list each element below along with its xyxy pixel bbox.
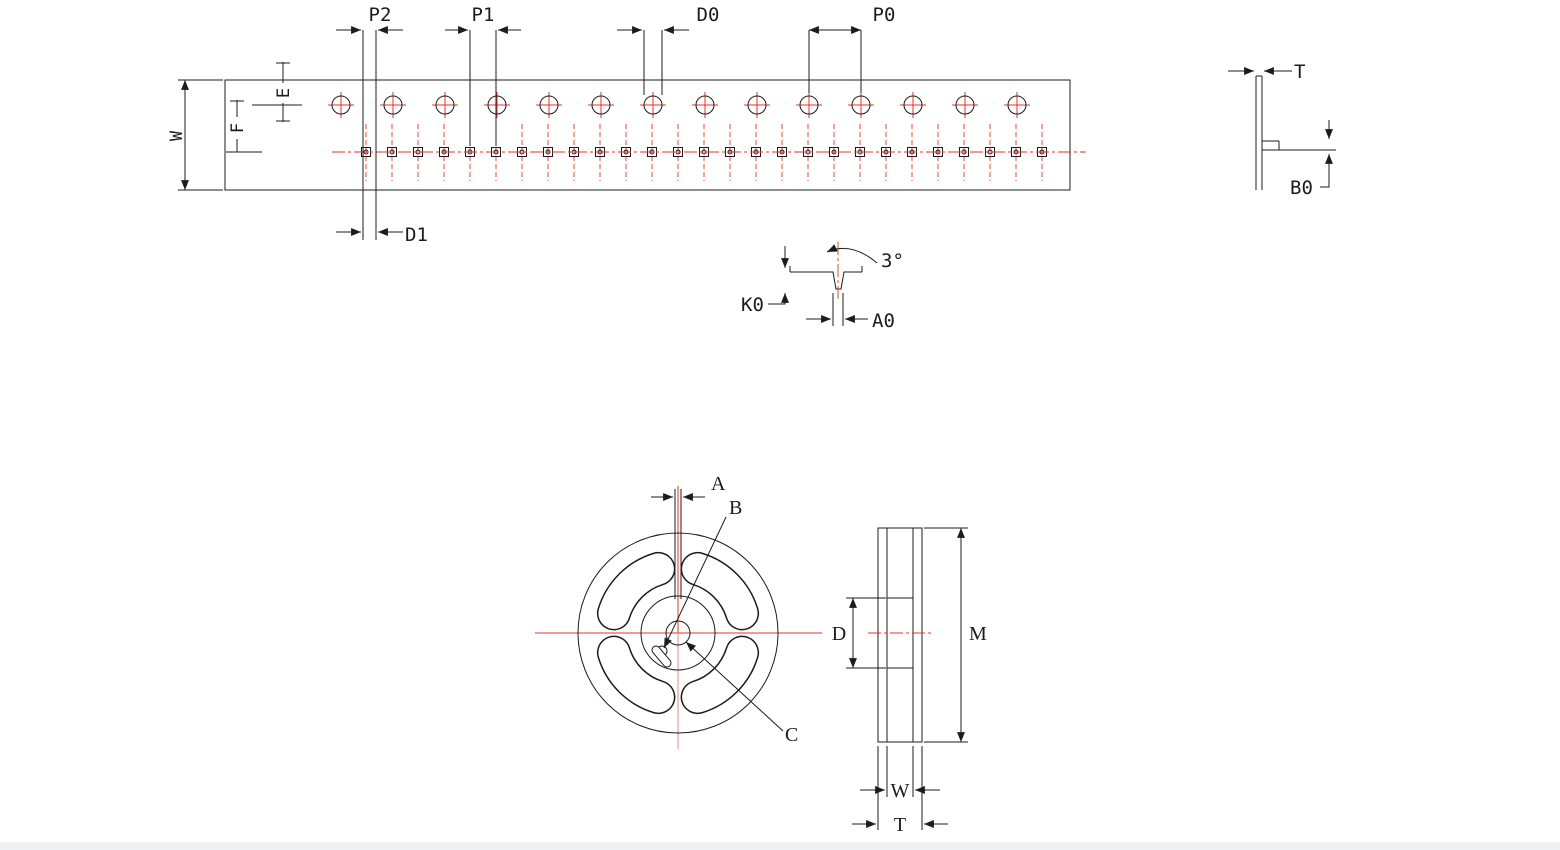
dim-label-p0: P0 bbox=[873, 4, 896, 26]
dim-d-reel: D bbox=[832, 597, 886, 669]
detail-label-a0: A0 bbox=[872, 310, 895, 332]
dim-w-tape: W bbox=[167, 79, 223, 191]
tape-top-view: W E F P2 bbox=[167, 4, 1086, 246]
side-label-m: M bbox=[969, 623, 987, 645]
reel-arbor-hole bbox=[665, 620, 691, 646]
reel-windows bbox=[596, 551, 760, 715]
dim-label-e: E bbox=[274, 88, 294, 98]
reel-label-a: A bbox=[711, 473, 726, 495]
reel-hub bbox=[640, 595, 716, 671]
footer-bar bbox=[0, 842, 1560, 850]
sprocket-hole bbox=[747, 95, 767, 115]
sprocket-hole bbox=[435, 95, 455, 115]
side-label-d: D bbox=[832, 623, 846, 645]
detail-label-k0: K0 bbox=[741, 294, 764, 316]
side-label-w: W bbox=[891, 780, 910, 802]
sprocket-hole bbox=[1007, 95, 1027, 115]
reel-side-outline bbox=[877, 527, 923, 743]
sprocket-holes bbox=[328, 92, 1030, 118]
dim-p1: P1 bbox=[445, 4, 521, 146]
dim-e: E bbox=[252, 62, 302, 122]
dim-label-p1: P1 bbox=[472, 4, 495, 26]
dim-label-p2: P2 bbox=[369, 4, 392, 26]
reel-front-view: A B C bbox=[535, 473, 822, 749]
dim-label-f: F bbox=[228, 123, 248, 133]
side-label-t: T bbox=[894, 814, 906, 836]
pocket-section-detail: 3° K0 A0 bbox=[741, 242, 904, 332]
label-b-leader: B bbox=[663, 497, 742, 649]
dim-label-b0: B0 bbox=[1290, 177, 1313, 199]
dim-k0: K0 bbox=[741, 246, 789, 316]
sprocket-hole bbox=[799, 95, 819, 115]
dim-b0: B0 bbox=[1290, 120, 1333, 199]
dim-w-reel: W bbox=[860, 746, 940, 802]
dim-p2: P2 bbox=[336, 4, 403, 34]
dim-f: F bbox=[226, 100, 262, 153]
sprocket-hole bbox=[383, 95, 403, 115]
sprocket-hole bbox=[331, 95, 351, 115]
sprocket-hole bbox=[591, 95, 611, 115]
dim-a-reel: A bbox=[651, 473, 726, 599]
dim-t-section: T bbox=[1228, 61, 1305, 83]
pocket-row bbox=[361, 124, 1047, 181]
sprocket-hole bbox=[643, 95, 663, 115]
sprocket-hole bbox=[903, 95, 923, 115]
dim-label-d1: D1 bbox=[405, 224, 428, 246]
dim-t-reel: T bbox=[852, 746, 948, 836]
reel-label-b: B bbox=[729, 497, 742, 519]
sprocket-hole bbox=[851, 95, 871, 115]
pocket-profile bbox=[790, 271, 862, 290]
dim-label-d0: D0 bbox=[697, 4, 720, 26]
reel-outer-rim bbox=[577, 532, 779, 734]
dim-p0: P0 bbox=[808, 4, 896, 93]
tape-outline bbox=[224, 79, 1071, 191]
detail-label-angle: 3° bbox=[881, 250, 904, 272]
reel-label-c: C bbox=[785, 724, 798, 746]
dim-label-w-tape: W bbox=[167, 130, 187, 141]
dim-d1: D1 bbox=[336, 224, 428, 246]
dim-m-reel: M bbox=[924, 527, 987, 743]
dim-a0: A0 bbox=[806, 293, 895, 332]
label-c-leader: C bbox=[685, 641, 798, 746]
reel-side-view: D M W T bbox=[832, 527, 987, 836]
reel-key-slot bbox=[652, 646, 671, 667]
dim-d0: D0 bbox=[617, 4, 719, 95]
sprocket-hole bbox=[695, 95, 715, 115]
tape-section-view: T B0 bbox=[1228, 61, 1336, 199]
sprocket-hole bbox=[955, 95, 975, 115]
sprocket-hole bbox=[539, 95, 559, 115]
sprocket-hole bbox=[487, 95, 507, 115]
dim-label-t-section: T bbox=[1294, 61, 1305, 83]
dim-draft-angle: 3° bbox=[826, 244, 904, 272]
